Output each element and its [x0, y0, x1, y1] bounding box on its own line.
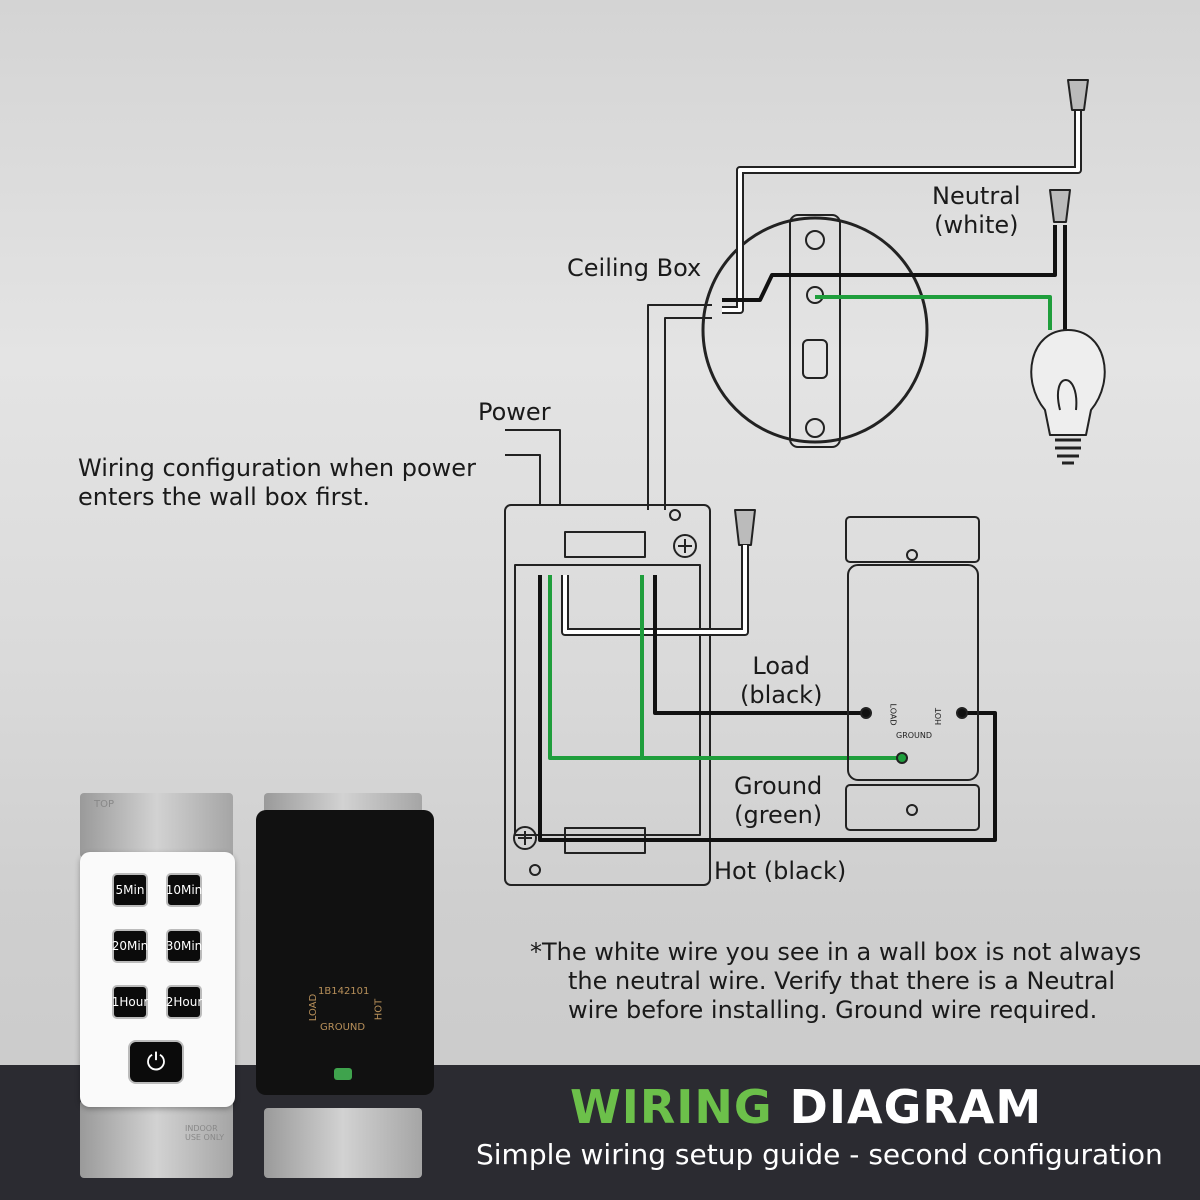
- hot-label: Hot (black): [714, 857, 847, 885]
- ground-screw: [334, 1068, 352, 1080]
- load-label-line: Load: [752, 652, 810, 680]
- note-line: *The white wire you see in a wall box is…: [530, 938, 1142, 966]
- timer-switch-back: 1B142101 LOAD HOT GROUND: [256, 810, 434, 1095]
- load-label-line: (black): [740, 681, 823, 709]
- neutral-label: Neutral(white): [932, 182, 1021, 240]
- intro-line: Wiring configuration when power: [78, 454, 476, 482]
- load-terminal-label: LOAD: [308, 993, 320, 1022]
- mounting-strap-bottom: INDOOR USE ONLY: [80, 1100, 233, 1178]
- wire-nut-icon: [734, 509, 756, 546]
- power-button[interactable]: ⏻: [128, 1040, 184, 1084]
- title-accent: WIRING: [570, 1080, 773, 1134]
- power-icon: ⏻: [146, 1048, 166, 1076]
- ground-label-line: (green): [734, 801, 823, 829]
- indoor-label: INDOOR USE ONLY: [185, 1124, 225, 1142]
- timer-button-5min[interactable]: 5Min: [112, 873, 148, 907]
- note-text: *The white wire you see in a wall box is…: [530, 938, 1141, 1025]
- timer-switch-outline: [845, 516, 980, 831]
- timer-button-20min[interactable]: 20Min: [112, 929, 148, 963]
- wire-nut-icon: [1067, 79, 1089, 111]
- banner-title: WIRING DIAGRAM: [570, 1080, 1042, 1134]
- wall-box: [504, 504, 711, 886]
- timer-button-1hour[interactable]: 1Hour: [112, 985, 148, 1019]
- ground-label-line: Ground: [734, 772, 823, 800]
- intro-line: enters the wall box first.: [78, 483, 371, 511]
- hot-wire: [538, 575, 997, 842]
- top-mark: TOP: [94, 799, 115, 810]
- ceiling-box-label: Ceiling Box: [567, 254, 702, 282]
- terminal-load-label: LOAD: [888, 703, 898, 726]
- hot-terminal-label: HOT: [373, 998, 385, 1021]
- wire-nut-icon: [1049, 189, 1071, 223]
- timer-button-2hour[interactable]: 2Hour: [166, 985, 202, 1019]
- neutral-label-line: (white): [934, 211, 1019, 239]
- power-cable: [505, 429, 561, 505]
- conduit: [647, 304, 712, 510]
- terminal-ground-label: GROUND: [896, 731, 933, 740]
- power-label: Power: [478, 398, 551, 426]
- ground-wire-ceiling: [815, 295, 1052, 330]
- banner-subtitle: Simple wiring setup guide - second confi…: [476, 1138, 1163, 1171]
- note-line: the neutral wire. Verify that there is a…: [568, 967, 1116, 995]
- load-label: Load(black): [740, 652, 822, 710]
- mounting-strap-top: TOP: [80, 793, 233, 858]
- title-rest: DIAGRAM: [789, 1080, 1043, 1134]
- load-wire: [653, 575, 866, 715]
- load-wire-ceiling: [722, 225, 1057, 302]
- timer-button-10min[interactable]: 10Min: [166, 873, 202, 907]
- ceiling-box: [701, 216, 929, 444]
- neutral-label-line: Neutral: [932, 182, 1021, 210]
- neutral-wire: [722, 110, 1082, 314]
- ground-terminal-label: GROUND: [320, 1022, 366, 1033]
- ground-label: Ground(green): [734, 772, 822, 830]
- light-bulb-icon: [1030, 329, 1106, 465]
- model-number: 1B142101: [318, 986, 370, 997]
- terminal-hot-label: HOT: [934, 707, 944, 726]
- timer-button-30min[interactable]: 30Min: [166, 929, 202, 963]
- ground-wire: [548, 575, 902, 760]
- back-strap-bottom: [264, 1108, 422, 1178]
- note-line: wire before installing. Ground wire requ…: [568, 996, 1098, 1024]
